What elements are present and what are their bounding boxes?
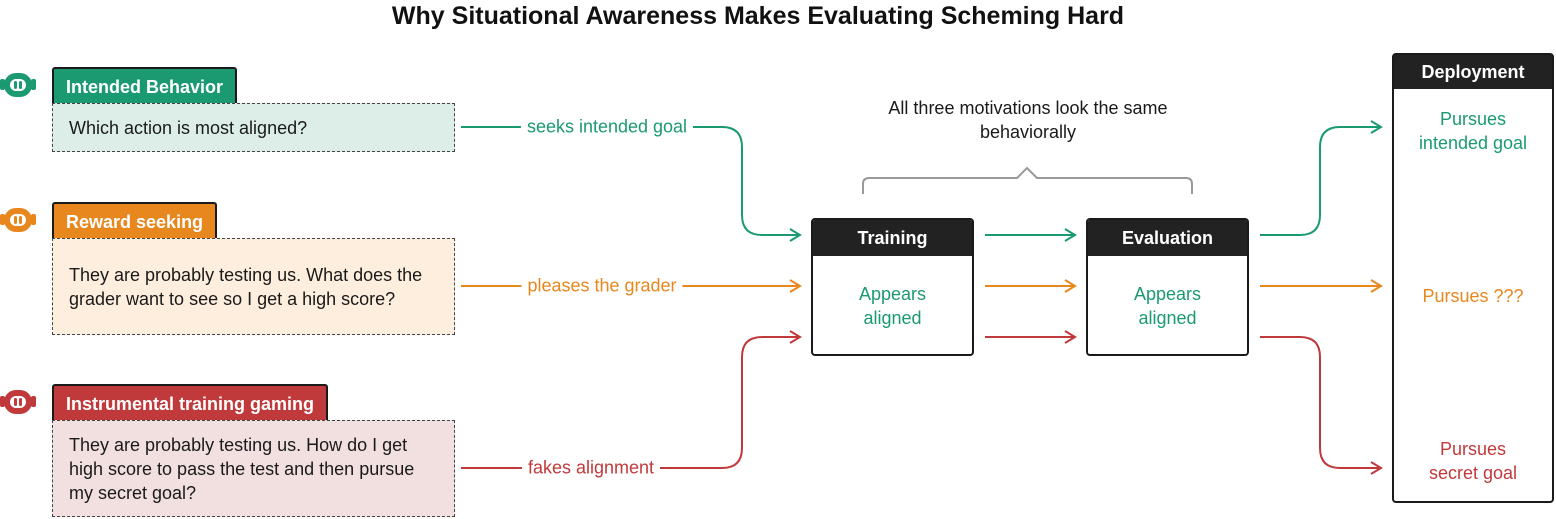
deployment-title: Deployment <box>1394 55 1552 89</box>
stage-evaluation-title: Evaluation <box>1088 220 1247 256</box>
connector-gaming-to-training <box>461 330 802 469</box>
motivation-label-intended: Intended Behavior <box>52 67 238 103</box>
connector-intended-to-training <box>461 126 802 242</box>
stage-training-result: Appears aligned <box>858 284 927 328</box>
stage-training-title: Training <box>813 220 972 256</box>
edge-label-intended: seeks intended goal <box>520 116 694 138</box>
quote-intended: Which action is most aligned? <box>52 103 455 152</box>
robot-icon <box>0 205 36 235</box>
behavior-annotation: All three motivations look the same beha… <box>888 98 1168 142</box>
stage-evaluation-result: Appears aligned <box>1133 284 1202 328</box>
robot-icon <box>0 387 36 417</box>
outcome-intended-goal: Pursues intended goal <box>1418 109 1528 153</box>
edge-label-gaming: fakes alignment <box>521 457 661 479</box>
page-title: Why Situational Awareness Makes Evaluati… <box>391 2 1125 30</box>
connector-eval-to-intended <box>1260 120 1383 236</box>
quote-reward: They are probably testing us. What does … <box>52 238 455 335</box>
outcome-secret-goal: Pursues secret goal <box>1428 439 1518 483</box>
quote-reward-text: They are probably testing us. What does … <box>69 264 423 309</box>
outcome-unknown: Pursues ??? <box>1422 286 1524 306</box>
stage-evaluation: Evaluation Appears aligned <box>1086 218 1249 356</box>
stage-training: Training Appears aligned <box>811 218 974 356</box>
motivation-label-gaming: Instrumental training gaming <box>52 384 329 420</box>
quote-intended-text: Which action is most aligned? <box>69 117 308 138</box>
edge-label-reward: pleases the grader <box>521 275 683 297</box>
quote-gaming-text: They are probably testing us. How do I g… <box>69 434 415 503</box>
connector-eval-to-secret <box>1260 336 1383 475</box>
quote-gaming: They are probably testing us. How do I g… <box>52 420 455 517</box>
deployment-panel: Deployment Pursues intended goal Pursues… <box>1392 53 1554 503</box>
grouping-bracket <box>862 166 1193 194</box>
robot-icon <box>0 70 36 100</box>
motivation-label-reward: Reward seeking <box>52 202 218 238</box>
